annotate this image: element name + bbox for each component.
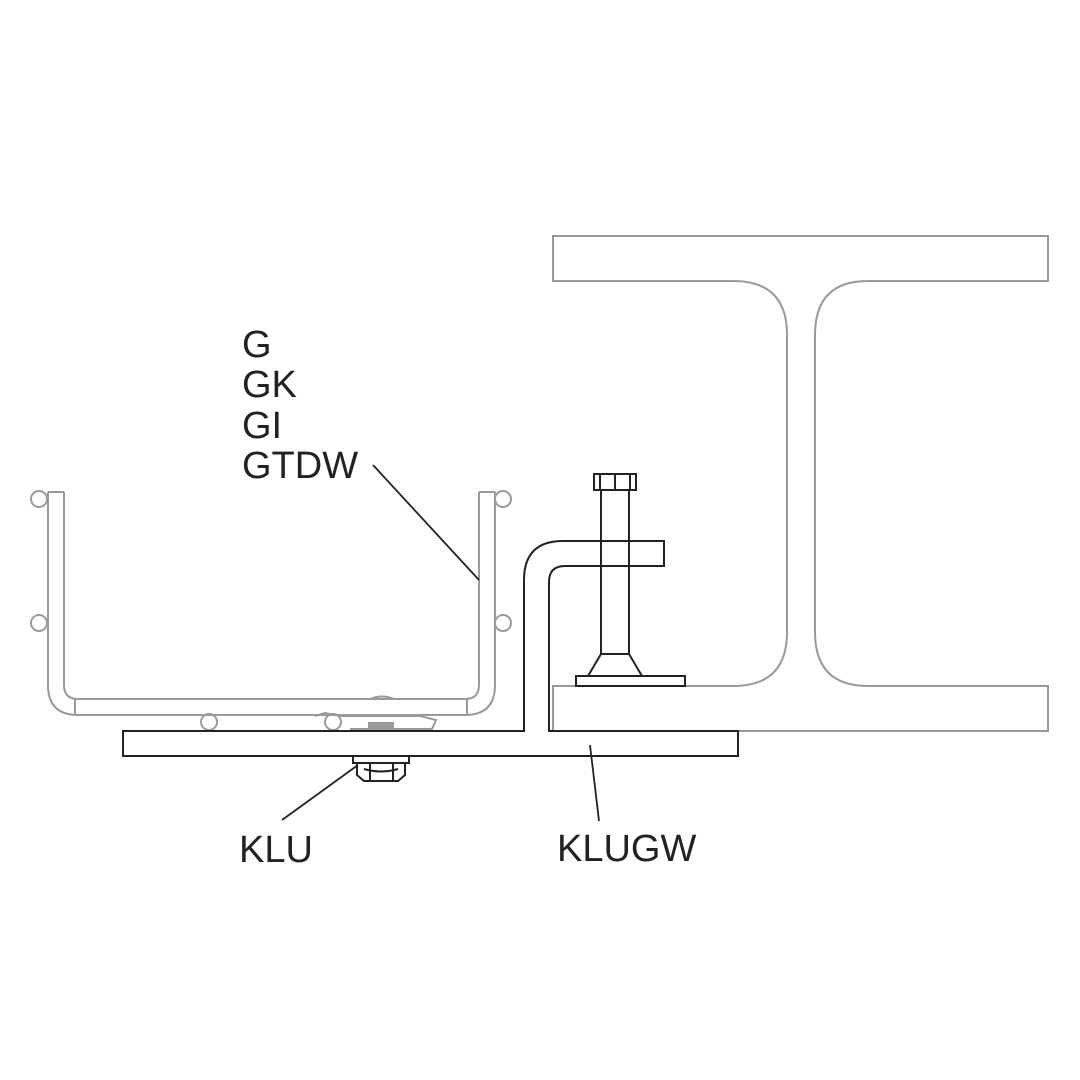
clamping-screw [575, 473, 686, 687]
wire-circle [30, 614, 48, 632]
hex-nut [352, 755, 410, 782]
clamp-label: KLUGW [557, 828, 697, 870]
leader-tray [372, 464, 480, 581]
tray-label-gk: GK [242, 364, 297, 406]
i-beam [552, 235, 1049, 732]
wire-circle [494, 490, 512, 508]
wire-circle [494, 614, 512, 632]
tray-label-gtdw: GTDW [242, 445, 359, 487]
tray-label-gi: GI [242, 405, 283, 447]
wire-circle [200, 713, 218, 731]
leader-nut [281, 764, 359, 821]
leader-clamp [589, 744, 600, 822]
wire-circle [30, 490, 48, 508]
tray-label-g: G [242, 324, 272, 366]
beam-clamp [122, 540, 739, 757]
cable-tray [30, 490, 512, 731]
nut-label: KLU [239, 829, 313, 871]
